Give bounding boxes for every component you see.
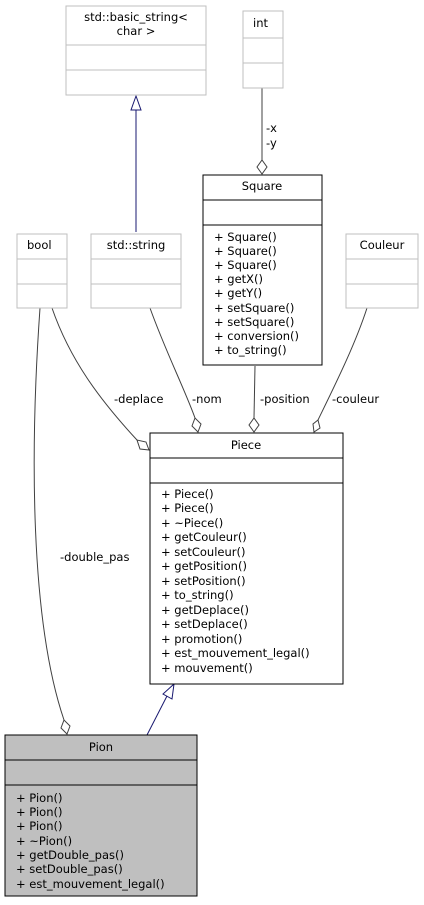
method: + Pion() xyxy=(16,819,62,833)
edge-string-inherits-basic-string xyxy=(130,94,142,232)
edge-label-y: -y xyxy=(266,136,277,150)
method: + getPosition() xyxy=(161,559,247,573)
method: + getCouleur() xyxy=(161,530,247,544)
edge-square-piece-position: -position xyxy=(248,365,310,433)
method: + conversion() xyxy=(214,329,299,343)
aggregation-diamond xyxy=(60,719,71,735)
class-piece[interactable]: Piece + Piece() + Piece() + ~Piece() + g… xyxy=(149,432,344,685)
method: + setSquare() xyxy=(214,301,294,315)
edge-label-x: -x xyxy=(266,121,277,135)
edge-label-nom: -nom xyxy=(192,392,222,406)
aggregation-diamond xyxy=(248,417,260,433)
method: + getY() xyxy=(214,286,262,300)
edge-label-deplace: -deplace xyxy=(114,392,163,406)
aggregation-diamond xyxy=(136,439,150,451)
method: + Piece() xyxy=(161,501,214,515)
aggregation-diamond xyxy=(191,417,202,433)
aggregation-diamond xyxy=(312,419,321,433)
edge-int-square: -x -y xyxy=(256,88,277,175)
class-bool[interactable]: bool xyxy=(16,233,68,309)
method: + promotion() xyxy=(161,632,242,646)
method: + setSquare() xyxy=(214,315,294,329)
method: + Square() xyxy=(214,258,277,272)
method: + Pion() xyxy=(16,791,62,805)
class-name-line2: char > xyxy=(117,24,156,38)
method: + to_string() xyxy=(161,588,234,602)
edge-label-couleur: -couleur xyxy=(332,392,379,406)
method: + getX() xyxy=(214,272,263,286)
method: + est_mouvement_legal() xyxy=(16,877,165,891)
pion-methods: + Pion() + Pion() + Pion() + ~Pion() + g… xyxy=(16,791,165,891)
class-name: bool xyxy=(27,238,52,252)
method: + Square() xyxy=(214,230,277,244)
class-basic-string[interactable]: std::basic_string< char > xyxy=(65,5,207,96)
method: + ~Pion() xyxy=(16,834,72,848)
method: + to_string() xyxy=(214,343,287,357)
class-std-string[interactable]: std::string xyxy=(90,233,182,309)
class-name: Square xyxy=(242,179,283,193)
edge-bool-pion-double-pas: -double_pas xyxy=(33,307,129,735)
method: + setPosition() xyxy=(161,574,246,588)
edge-couleur-piece: -couleur xyxy=(312,307,379,433)
class-name: Piece xyxy=(231,438,261,452)
method: + Square() xyxy=(214,244,277,258)
class-name: int xyxy=(253,16,268,30)
class-pion[interactable]: Pion + Pion() + Pion() + Pion() + ~Pion(… xyxy=(4,734,198,897)
edge-label-double-pas: -double_pas xyxy=(60,550,129,564)
edge-label-position: -position xyxy=(260,392,310,406)
method: + getDouble_pas() xyxy=(16,848,124,862)
method: + est_mouvement_legal() xyxy=(161,646,310,660)
edge-string-piece-nom: -nom xyxy=(149,307,222,433)
square-methods: + Square() + Square() + Square() + getX(… xyxy=(214,230,299,357)
class-couleur[interactable]: Couleur xyxy=(345,233,419,309)
class-name-line1: std::basic_string< xyxy=(84,10,188,24)
method: + setCouleur() xyxy=(161,545,245,559)
class-square[interactable]: Square + Square() + Square() + Square() … xyxy=(202,174,323,366)
class-name: Pion xyxy=(89,740,113,754)
class-name: Couleur xyxy=(360,238,405,252)
method: + Piece() xyxy=(161,487,214,501)
class-int[interactable]: int xyxy=(242,10,284,89)
method: + ~Piece() xyxy=(161,516,223,530)
method: + setDeplace() xyxy=(161,617,248,631)
aggregation-diamond xyxy=(256,159,268,175)
inheritance-arrowhead xyxy=(162,682,175,700)
inheritance-arrowhead xyxy=(130,94,142,111)
edge-pion-inherits-piece xyxy=(146,682,175,736)
class-name: std::string xyxy=(107,238,166,252)
method: + setDouble_pas() xyxy=(16,862,123,876)
method: + Pion() xyxy=(16,805,62,819)
method: + mouvement() xyxy=(161,661,253,675)
edge-bool-piece-deplace: -deplace xyxy=(51,307,163,451)
piece-methods: + Piece() + Piece() + ~Piece() + getCoul… xyxy=(161,487,310,675)
method: + getDeplace() xyxy=(161,603,249,617)
